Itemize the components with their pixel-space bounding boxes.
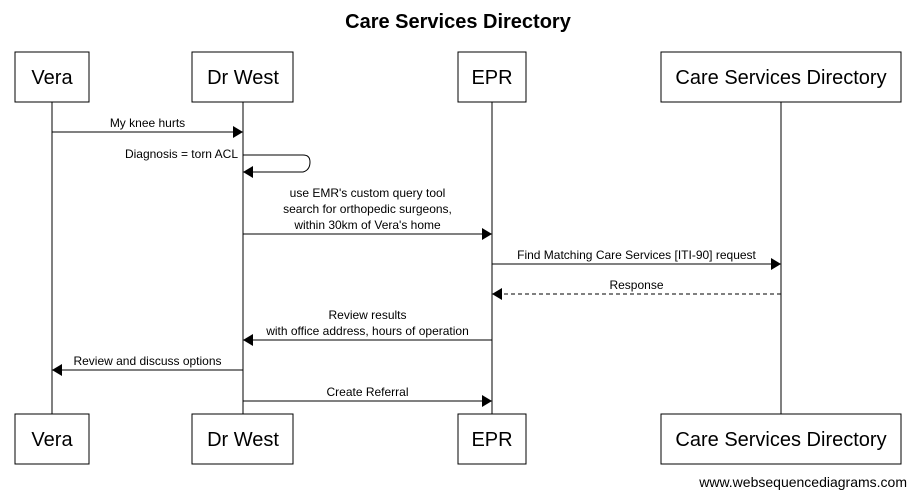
participant-label-csd-top: Care Services Directory [675,67,886,89]
participant-label-epr-top: EPR [471,67,512,89]
participant-box-csd-bottom [660,413,902,465]
participant-box-epr-top [457,51,527,103]
message-label-2-2: within 30km of Vera's home [293,218,441,232]
footer-watermark: www.websequencediagrams.com [698,474,907,490]
participant-label-drwest-top: Dr West [207,67,279,89]
participant-label-vera-bottom: Vera [31,429,73,451]
diagram-title: Care Services Directory [345,11,572,33]
message-label-6-0: Review and discuss options [73,354,221,368]
message-label-1-0: Diagnosis = torn ACL [125,147,238,161]
participant-box-vera-top [14,51,90,103]
message-label-2-0: use EMR's custom query tool [290,186,446,200]
message-label-3-0: Find Matching Care Services [ITI-90] req… [517,248,756,262]
participant-label-vera-top: Vera [31,67,73,89]
participant-label-csd-bottom: Care Services Directory [675,429,886,451]
message-label-0-0: My knee hurts [110,116,185,130]
participant-label-drwest-bottom: Dr West [207,429,279,451]
participant-box-vera-bottom [14,413,90,465]
participant-box-drwest-top [191,51,294,103]
message-label-5-1: with office address, hours of operation [265,324,469,338]
message-label-7-0: Create Referral [326,385,408,399]
participant-box-csd-top [660,51,902,103]
lifelines [51,102,782,414]
message-arrow-1 [243,154,311,178]
message-label-4-0: Response [609,278,663,292]
participant-box-drwest-bottom [191,413,294,465]
message-label-2-1: search for orthopedic surgeons, [283,202,452,216]
participant-box-epr-bottom [457,413,527,465]
message-label-5-0: Review results [328,308,406,322]
participant-label-epr-bottom: EPR [471,429,512,451]
